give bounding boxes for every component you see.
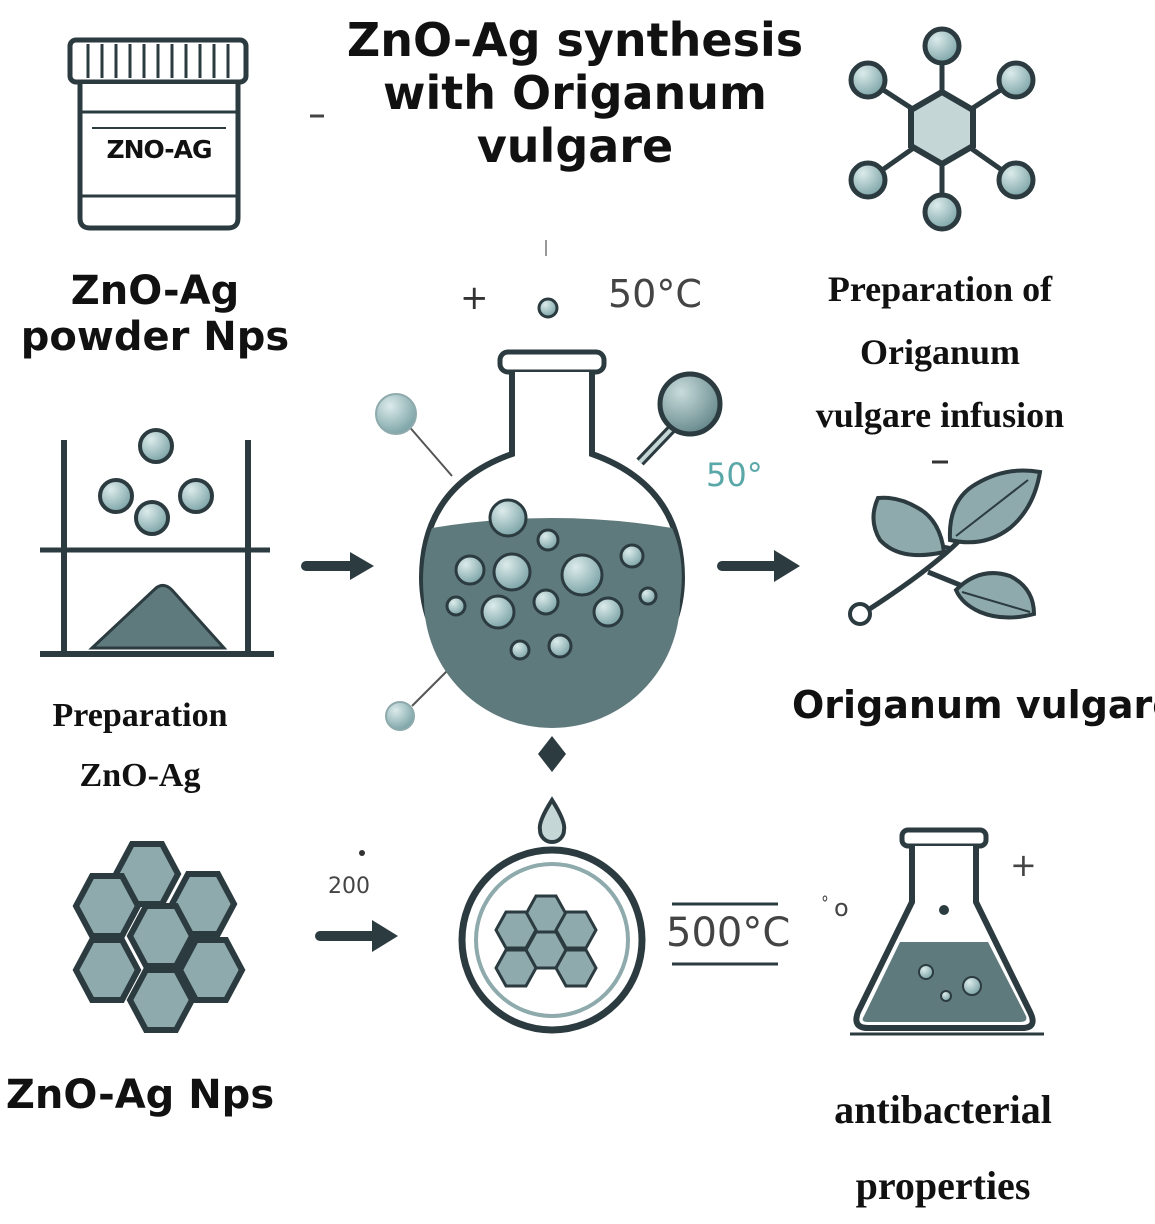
jar-icon (67, 37, 249, 231)
leaf-branch-icon (848, 460, 1043, 626)
erlenmeyer-flask-icon (850, 827, 1044, 1036)
prep-infusion-label: Preparation of Origanum vulgare infusion (815, 269, 1065, 435)
arrow-right-icon (717, 550, 800, 582)
plus-mark: + (1010, 846, 1037, 884)
arrow-down-icon (538, 736, 566, 772)
origanum-vulgare-label: Origanum vulgare (792, 683, 1155, 727)
jar-label: ZNO-AG (106, 135, 212, 164)
temp-50c-label: 50°C (608, 272, 702, 316)
droplet-icon (537, 796, 567, 844)
molecule-icon (848, 26, 1036, 232)
small-bubble-icon (537, 297, 559, 319)
znoag-nps-label: ZnO-Ag Nps (5, 1072, 275, 1118)
temp-500c-label: 500°C (666, 910, 791, 956)
plus-mark: + (460, 278, 489, 318)
small-o-mark: ﾟo (822, 894, 849, 922)
preparation-znoag-label: Preparation ZnO-Ag (52, 697, 228, 794)
powder-nps-label: ZnO-Ag powder Nps (20, 268, 290, 360)
value-200-label: 200 (328, 874, 370, 899)
hexagon-cluster-icon (72, 841, 246, 1033)
antibacterial-properties-label: antibacterial properties (834, 1087, 1052, 1208)
arrow-right-icon (301, 552, 374, 580)
arrow-right-icon (315, 920, 398, 952)
diagram-title: ZnO-Ag synthesis with Origanum vulgare (346, 13, 804, 173)
temp-50-side-label: 50° (706, 456, 763, 494)
powder-stand-icon (40, 428, 274, 657)
round-flask-icon (375, 349, 723, 731)
petri-dish-icon (458, 846, 646, 1034)
dot-mark (359, 850, 365, 856)
